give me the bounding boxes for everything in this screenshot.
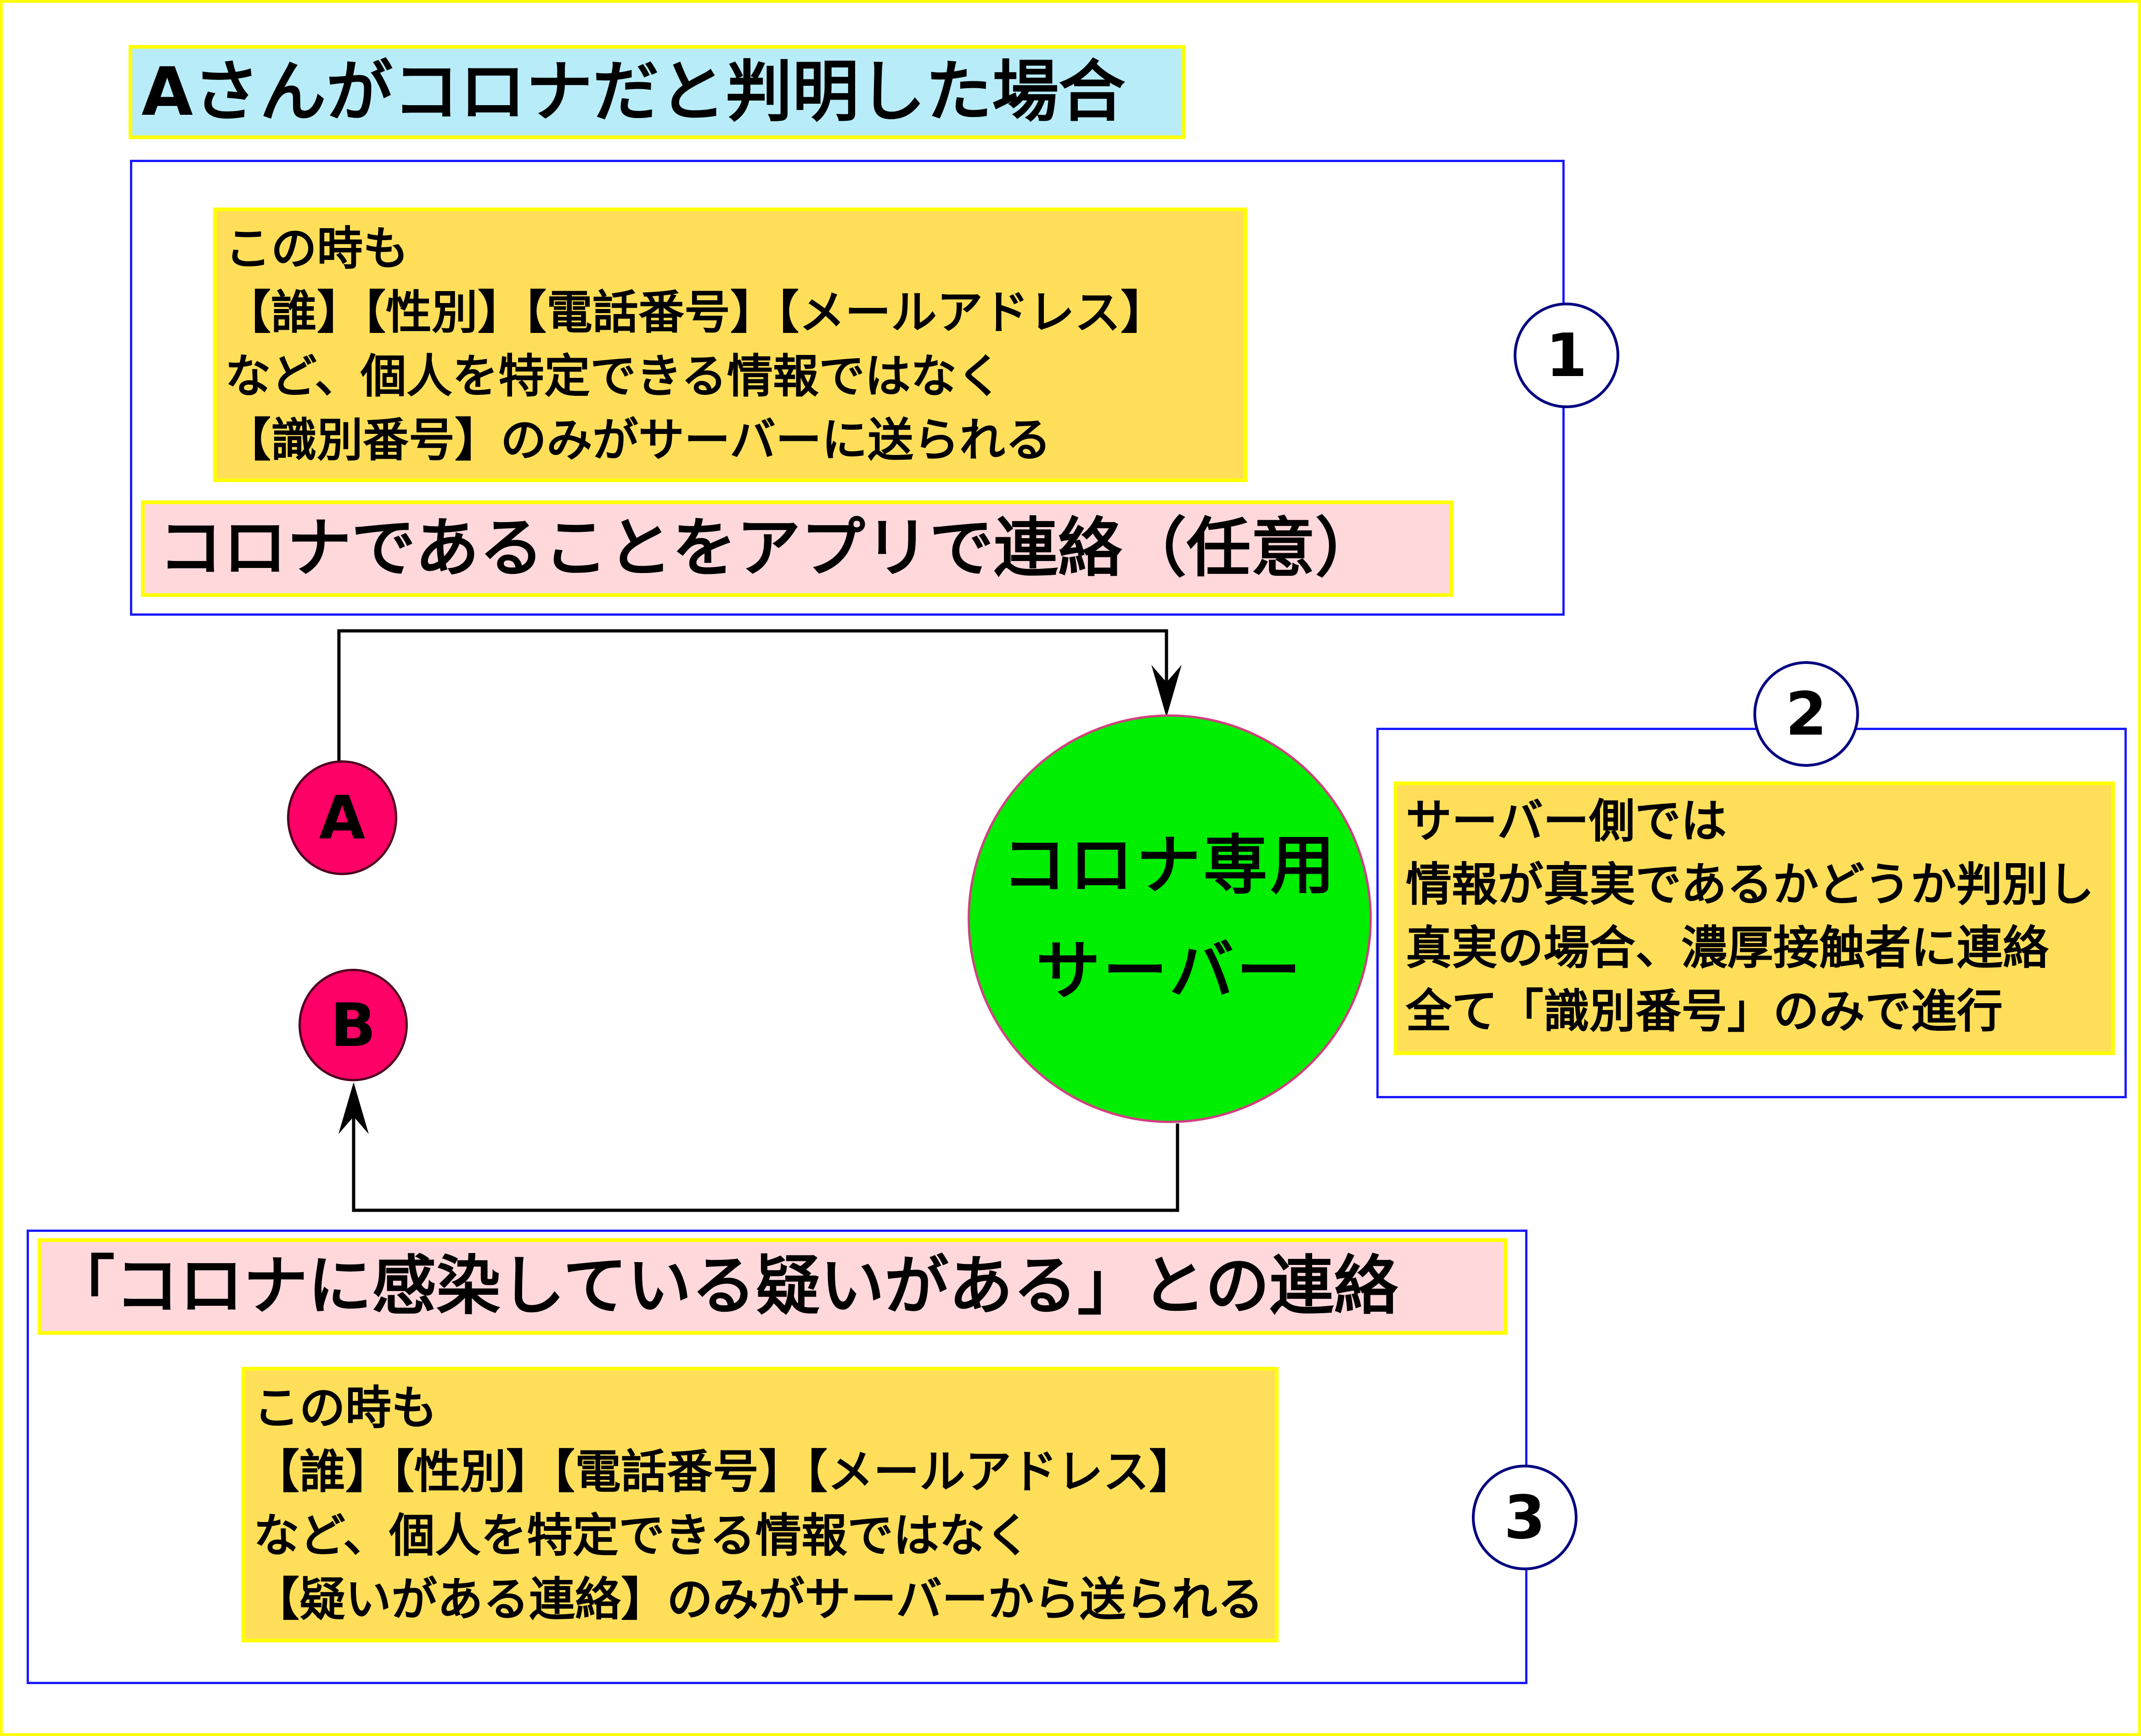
- step1-note-line: この時も: [225, 222, 409, 275]
- step2-note-line: 真実の場合、濃厚接触者に連絡: [1406, 921, 2049, 975]
- step2-note: サーバー側では 情報が真実であるかどうか判別し 真実の場合、濃厚接触者に連絡 全…: [1394, 781, 2115, 1055]
- step3-note-line: 【誰】【性別】【電話番号】【メールアドレス】: [254, 1445, 1195, 1499]
- step3-number-badge: 3: [1472, 1465, 1578, 1570]
- step3-action-text: 「コロナに感染している疑いがある」との連絡: [51, 1249, 1398, 1324]
- step1-note-line: 【識別番号】のみがサーバーに送られる: [225, 413, 1051, 467]
- step1-action-text: コロナであることをアプリで連絡（任意）: [158, 511, 1380, 586]
- step1-note-line: 【誰】【性別】【電話番号】【メールアドレス】: [225, 286, 1166, 339]
- node-a-label: A: [319, 783, 366, 853]
- step2-note-line: サーバー側では: [1406, 794, 1727, 848]
- step1-note: この時も 【誰】【性別】【電話番号】【メールアドレス】 など、個人を特定できる情…: [213, 208, 1247, 482]
- node-a: A: [287, 760, 397, 875]
- step3-note-line: この時も: [254, 1381, 437, 1435]
- step3-number: 3: [1504, 1483, 1546, 1552]
- page-title: Aさんがコロナだと判明した場合: [129, 45, 1186, 139]
- server-label-line: コロナ専用: [1002, 828, 1337, 903]
- step3-note: この時も 【誰】【性別】【電話番号】【メールアドレス】 など、個人を特定できる情…: [242, 1367, 1279, 1642]
- connector-a-to-server: [337, 629, 1168, 761]
- step1-number: 1: [1545, 320, 1588, 390]
- corona-server: コロナ専用 サーバー: [968, 714, 1372, 1123]
- arrowhead-up: [338, 1082, 369, 1134]
- connector-server-to-b: [352, 1116, 1179, 1212]
- step1-note-line: など、個人を特定できる情報ではなく: [225, 349, 1003, 403]
- step2-note-line: 全て「識別番号」のみで進行: [1406, 984, 2003, 1038]
- step2-number-badge: 2: [1753, 661, 1859, 767]
- step2-panel: [1376, 728, 2127, 1098]
- page-title-text: Aさんがコロナだと判明した場合: [141, 53, 1126, 131]
- step3-panel: [27, 1230, 1527, 1684]
- server-label-line: サーバー: [1036, 934, 1304, 1009]
- step3-action: 「コロナに感染している疑いがある」との連絡: [38, 1238, 1507, 1335]
- step3-note-line: 【疑いがある連絡】のみがサーバーから送られる: [254, 1573, 1263, 1626]
- node-b: B: [299, 969, 408, 1081]
- node-b-label: B: [330, 990, 376, 1060]
- step2-number: 2: [1785, 679, 1827, 749]
- step3-note-line: など、個人を特定できる情報ではなく: [254, 1509, 1031, 1562]
- step1-action: コロナであることをアプリで連絡（任意）: [141, 500, 1454, 597]
- arrowhead-down: [1151, 665, 1182, 717]
- step1-number-badge: 1: [1514, 303, 1619, 408]
- step2-note-line: 情報が真実であるかどうか判別し: [1406, 858, 2094, 911]
